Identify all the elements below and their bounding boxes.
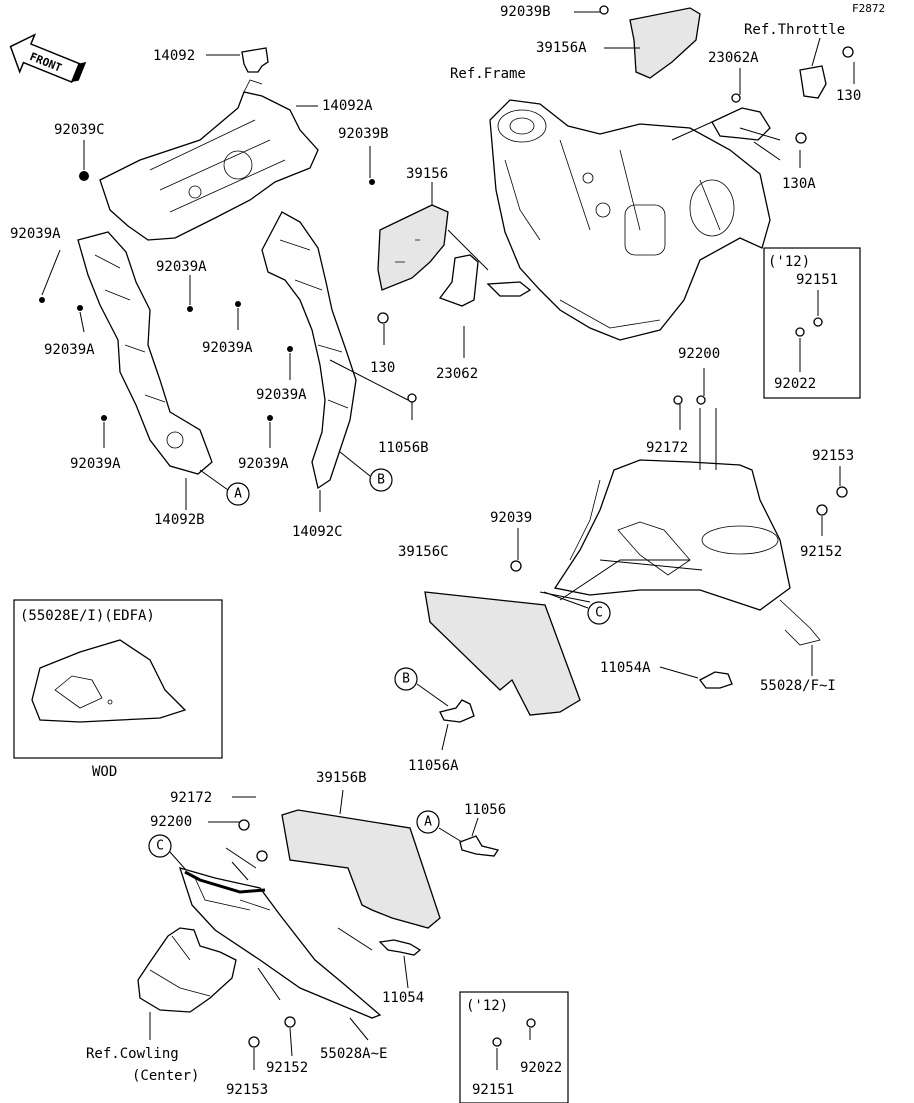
part-label: 92039B [338,126,389,142]
part-label: 92153 [226,1082,268,1098]
bracket-11056A [439,699,475,723]
part-label: 39156 [406,166,448,182]
part-label: 11056 [464,802,506,818]
ref-cowling-line2: (Center) [132,1068,199,1084]
part-label: 130 [370,360,395,376]
callout-C-mid: C [587,601,611,625]
svg-text:B: B [402,672,410,687]
part-label: 92039A [44,342,95,358]
part-label: 92039A [10,226,61,242]
part-label: 92039C [54,122,105,138]
year-box-bottom-part-a: 92022 [520,1060,562,1076]
year-box-bottom-part-b: 92151 [472,1082,514,1098]
part-label: 14092A [322,98,373,114]
part-label: 11056A [408,758,459,774]
part-label: 92152 [800,544,842,560]
variant-box-title: (55028E/I)(EDFA) [20,608,155,624]
part-label: 92152 [266,1060,308,1076]
part-label: 130 [836,88,861,104]
inner-panel-14092A [99,79,319,241]
part-label: 11054A [600,660,651,676]
svg-text:B: B [377,473,385,488]
part-label: 92039A [156,259,207,275]
bracket-11054 [378,939,422,956]
part-labels: 14092 14092A 92039C 92039B 39156A 23062A… [10,4,861,1098]
part-label: 92200 [150,814,192,830]
part-label: 39156A [536,40,587,56]
callout-B-top: B [369,468,393,492]
part-label: 92039A [256,387,307,403]
plate-39156 [377,204,449,291]
year-box-top-part-b: 92022 [774,376,816,392]
part-label: 39156C [398,544,449,560]
part-label: 92039A [70,456,121,472]
clip-14092 [241,47,269,73]
year-box-top-part-a: 92151 [796,272,838,288]
side-bracket-14092C [261,211,357,490]
variant-box [13,599,223,759]
part-label: 11056B [378,440,429,456]
side-bracket-14092B [77,231,213,475]
ref-cowling-line1: Ref.Cowling [86,1046,179,1062]
variant-box-caption: WOD [92,764,117,780]
lower-cowling-left [179,867,382,1019]
ref-throttle: Ref.Throttle [744,22,845,38]
front-arrow-icon: FRONT [9,33,87,84]
part-label: 92200 [678,346,720,362]
callout-C-bottom: C [148,834,172,858]
part-label: 23062A [708,50,759,66]
year-box-top-title: ('12) [768,254,810,270]
part-label: 92039A [238,456,289,472]
svg-text:C: C [595,606,603,621]
year-box-top [763,247,861,399]
fastener-icons [39,5,854,1048]
part-label: 92039A [202,340,253,356]
part-label: 92172 [646,440,688,456]
part-label: 14092 [153,48,195,64]
part-label: 11054 [382,990,424,1006]
callout-A-bottom: A [416,810,440,834]
part-label: 92039B [500,4,551,20]
bracket-11054A [699,671,733,689]
year-box-bottom [459,991,569,1103]
bracket-23062 [438,254,532,307]
part-label: 92153 [812,448,854,464]
part-label: 23062 [436,366,478,382]
callout-B-mid: B [394,667,418,691]
part-label: 130A [782,176,816,192]
part-label: 92039 [490,510,532,526]
figure-code: F2872 [852,2,885,15]
part-label: 14092B [154,512,205,528]
liner-39156B [281,809,441,929]
part-label: 92172 [170,790,212,806]
svg-text:A: A [234,487,242,502]
center-cowling [137,927,237,1013]
callout-A-top: A [226,482,250,506]
part-label: 14092C [292,524,343,540]
ref-frame: Ref.Frame [450,66,526,82]
svg-text:A: A [424,815,432,830]
throttle-bracket [799,65,827,99]
leader-lines [41,11,855,1070]
part-label: 55028A~E [320,1046,387,1062]
part-label: 39156B [316,770,367,786]
liner-39156C [424,591,581,716]
plate-39156A [629,7,701,79]
svg-text:C: C [156,839,164,854]
bracket-23062A [711,107,771,141]
part-label: 55028/F~I [760,678,836,694]
bracket-11056 [459,835,500,857]
frame-outline [489,99,771,341]
lower-cowling-right [553,459,821,646]
year-box-bottom-title: ('12) [466,998,508,1014]
